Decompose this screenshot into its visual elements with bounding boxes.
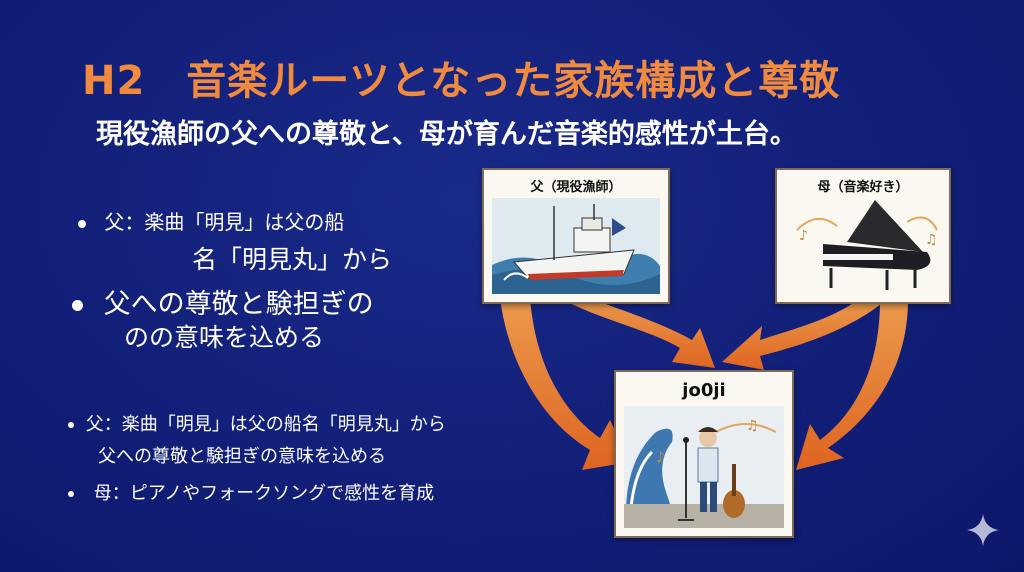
bullet-text: 父への尊敬と験担ぎの [103,289,374,320]
svg-text:♫: ♫ [746,418,759,434]
bullet-dot-icon [78,219,86,228]
svg-text:♫: ♫ [925,232,938,248]
fishing-boat-icon [492,198,660,294]
bullet-dot-icon [72,300,83,311]
bullet-respect: 父への尊敬と験担ぎの [72,282,374,321]
bullet-text: 父：楽曲「明見」は父の船 [104,210,345,234]
sparkle-icon [967,514,999,546]
small-bullet-father: 父：楽曲「明見」は父の船名「明見丸」から [68,410,446,436]
svg-text:♪: ♪ [656,450,665,466]
singer-guitar-icon: ♫ ♪ [624,406,784,528]
svg-text:♪: ♪ [799,228,808,244]
artist-label: jo0ji [682,380,726,401]
small-bullet-mother: 母：ピアノやフォークソングで感性を育成 [68,479,434,505]
bullet-dot-icon [68,491,74,497]
page-subtitle: 現役漁師の父への尊敬と、母が育んだ音楽的感性が土台。 [96,119,797,150]
bullet-text: 父：楽曲「明見」は父の船名「明見丸」から [85,414,446,435]
bullet-father-song-cont: 名「明見丸」から [192,245,393,274]
page-title: H2 音楽ルーツとなった家族構成と尊敬 [82,58,841,104]
father-label: 父（現役漁師） [530,180,622,195]
mother-label: 母（音楽好き） [817,180,909,195]
bullet-respect-cont: のの意味を込める [124,323,325,352]
bullet-dot-icon [68,422,74,428]
arrow-father-outer [500,298,630,470]
bullet-text: 母：ピアノやフォークソングで感性を育成 [93,483,435,504]
grand-piano-icon: ♪ ♫ [796,200,938,290]
arrow-father-inner [560,298,715,368]
arrow-mother-inner [722,300,886,370]
artist-illustration: jo0ji ♫ ♪ [614,370,794,538]
small-bullet-father-cont: 父への尊敬と験担ぎの意味を込める [98,446,386,467]
arrow-mother-outer [796,300,908,470]
bullet-father-song: 父：楽曲「明見」は父の船 [78,206,344,235]
mother-illustration: 母（音楽好き） ♪ ♫ [775,168,951,304]
father-illustration: 父（現役漁師） [482,168,670,304]
